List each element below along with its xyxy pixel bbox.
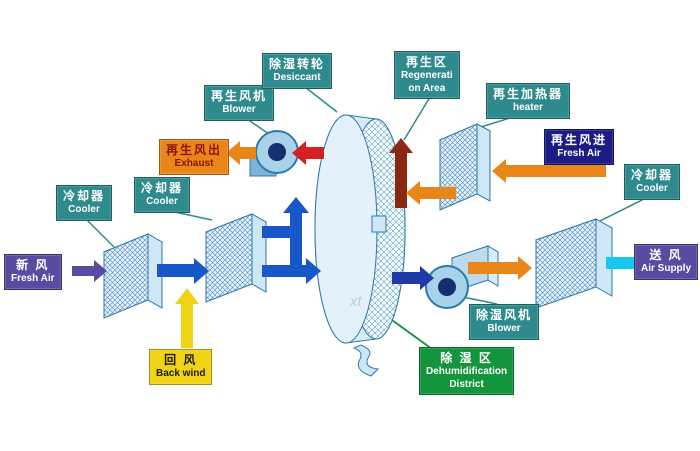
watermark: xt xyxy=(349,293,363,310)
blower-to-cooler-arrow xyxy=(468,256,532,280)
exhaust-arrow xyxy=(226,141,256,165)
regen-out-arrow xyxy=(292,141,324,165)
regen-heater-label-en: heater xyxy=(513,102,544,113)
dehumid-district-label: 除 湿 区 Dehumidification District xyxy=(419,347,515,395)
regen-exhaust-label-en: Exhaust xyxy=(174,158,214,169)
cooler1-label-en: Cooler xyxy=(68,204,100,215)
regen-blower-label-zh: 再生风机 xyxy=(211,89,268,103)
cooler3-label: 冷却器 Cooler xyxy=(624,164,681,200)
back-wind-label-en: Back wind xyxy=(156,368,206,379)
back-wind-label-zh: 回 风 xyxy=(164,353,198,367)
cooler3-label-zh: 冷却器 xyxy=(631,168,674,182)
back-wind-label: 回 风 Back wind xyxy=(149,349,213,385)
cooler-block-2 xyxy=(204,213,268,303)
regen-exhaust-label: 再生风出 Exhaust xyxy=(159,139,230,175)
label-connector-lines xyxy=(85,86,647,305)
regen-fresh-air-label-zh: 再生风进 xyxy=(551,133,608,147)
cooler1-label: 冷却器 Cooler xyxy=(56,185,113,221)
dehumid-district-label-en1: Dehumidification xyxy=(426,366,508,377)
wheel-hub-icon xyxy=(371,215,387,233)
regen-area-arrow xyxy=(389,138,413,208)
fresh-air-arrow xyxy=(72,260,107,282)
dehumid-blower-label-zh: 除湿风机 xyxy=(476,308,533,322)
regen-fresh-air-label-en: Fresh Air xyxy=(557,148,601,159)
desiccant-wheel-label-en: Desiccant xyxy=(273,72,321,83)
regen-blower-label: 再生风机 Blower xyxy=(204,85,275,121)
process-air-arrow-2 xyxy=(262,258,321,284)
dehumid-blower-label-en: Blower xyxy=(487,323,521,334)
regen-exhaust-label-zh: 再生风出 xyxy=(166,143,223,157)
cooler2-label: 冷却器 Cooler xyxy=(134,177,191,213)
regen-blower-label-en: Blower xyxy=(222,104,256,115)
cooler3-label-en: Cooler xyxy=(636,183,668,194)
dehumid-blower-label: 除湿风机 Blower xyxy=(469,304,540,340)
wheel-to-blower-arrow xyxy=(392,266,434,290)
regen-area-label-en2: on Area xyxy=(408,82,446,94)
cooler1-label-zh: 冷却器 xyxy=(63,189,106,203)
regen-fresh-air-label: 再生风进 Fresh Air xyxy=(544,129,615,165)
air-supply-label-zh: 送 风 xyxy=(649,248,683,262)
regen-area-label: 再生区 Regenerati on Area xyxy=(394,51,460,99)
cooler-block-3 xyxy=(534,218,614,309)
fresh-air-in-label-zh: 新 风 xyxy=(16,258,50,272)
fresh-air-in-label-en: Fresh Air xyxy=(11,273,55,284)
regen-area-label-zh: 再生区 xyxy=(405,55,448,69)
back-wind-arrow xyxy=(175,288,199,348)
desiccant-wheel-label-zh: 除湿转轮 xyxy=(269,57,326,71)
regen-blower-icon xyxy=(249,130,299,177)
regen-heater-label: 再生加热器 heater xyxy=(486,83,571,119)
regen-intake-arrow xyxy=(492,159,606,183)
fresh-air-in-label: 新 风 Fresh Air xyxy=(4,254,62,290)
dehumid-district-label-en2: District xyxy=(449,378,484,390)
cooler2-label-zh: 冷却器 xyxy=(141,181,184,195)
air-supply-label-en: Air Supply xyxy=(641,263,692,274)
ribbon-icon xyxy=(352,344,380,377)
desiccant-wheel-label: 除湿转轮 Desiccant xyxy=(262,53,333,89)
heater-to-wheel-arrow xyxy=(406,181,456,205)
air-supply-label: 送 风 Air Supply xyxy=(634,244,699,280)
dehumid-blower-icon xyxy=(425,245,500,309)
regen-heater-label-zh: 再生加热器 xyxy=(493,87,564,101)
dehumid-district-label-zh: 除 湿 区 xyxy=(440,351,493,365)
regen-area-label-en1: Regenerati xyxy=(401,70,453,81)
cooler-block-1 xyxy=(102,233,164,319)
cooler2-label-en: Cooler xyxy=(146,196,178,207)
process-air-arrow-1 xyxy=(157,258,209,284)
dehumid-district-connector-line xyxy=(384,314,433,350)
process-air-riser-arrow xyxy=(262,197,309,265)
desiccant-wheel xyxy=(314,114,406,344)
